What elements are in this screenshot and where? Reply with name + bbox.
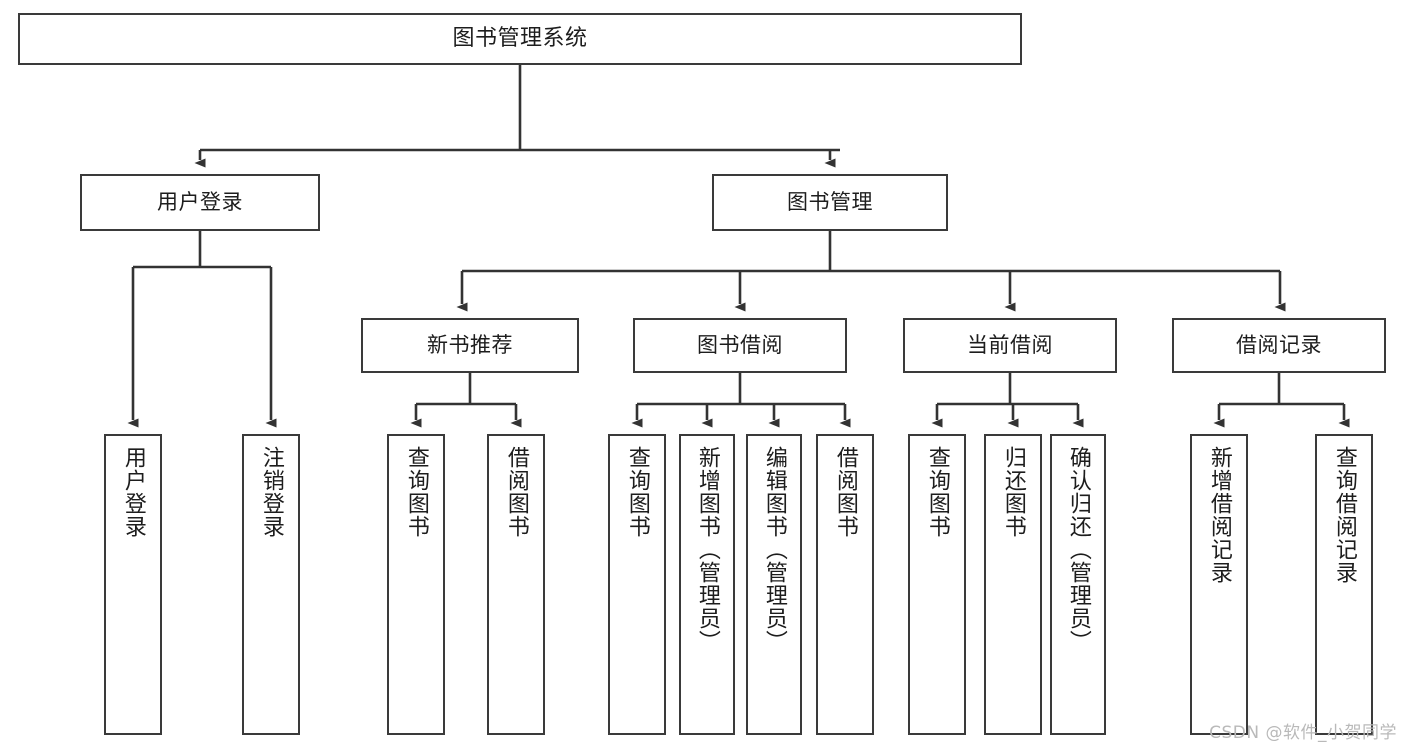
node-label: 借阅图书 [832, 446, 858, 538]
node-label: 归还图书 [1000, 446, 1026, 538]
node-leaf-query-borrow-record[interactable]: 查询借阅记录 [1315, 434, 1373, 735]
watermark-text: CSDN @软件_小贺同学 [1209, 723, 1397, 743]
node-label: 新增图书（管理员） [694, 446, 720, 653]
node-label: 查询图书 [624, 446, 650, 538]
node-leaf-user-logout[interactable]: 注销登录 [242, 434, 300, 735]
node-label: 查询图书 [924, 446, 950, 538]
node-label: 图书管理 [787, 189, 873, 214]
node-leaf-recommend-query-book[interactable]: 查询图书 [387, 434, 445, 735]
node-label: 查询借阅记录 [1331, 446, 1357, 584]
node-leaf-add-borrow-record[interactable]: 新增借阅记录 [1190, 434, 1248, 735]
node-label: 注销登录 [258, 446, 284, 538]
node-leaf-current-query-book[interactable]: 查询图书 [908, 434, 966, 735]
node-label: 图书管理系统 [452, 25, 588, 51]
node-leaf-borrow-query-book[interactable]: 查询图书 [608, 434, 666, 735]
node-leaf-user-login[interactable]: 用户登录 [104, 434, 162, 735]
node-leaf-return-book[interactable]: 归还图书 [984, 434, 1042, 735]
node-label: 图书借阅 [697, 332, 783, 357]
node-root-system[interactable]: 图书管理系统 [18, 13, 1022, 65]
node-label: 新增借阅记录 [1206, 446, 1232, 584]
node-label: 用户登录 [120, 446, 146, 538]
node-leaf-add-book-admin[interactable]: 新增图书（管理员） [679, 434, 735, 735]
node-current-borrow[interactable]: 当前借阅 [903, 318, 1117, 373]
node-leaf-edit-book-admin[interactable]: 编辑图书（管理员） [746, 434, 802, 735]
node-leaf-recommend-borrow-book[interactable]: 借阅图书 [487, 434, 545, 735]
node-label: 确认归还（管理员） [1065, 446, 1091, 653]
node-label: 当前借阅 [967, 332, 1053, 357]
node-new-book-recommend[interactable]: 新书推荐 [361, 318, 579, 373]
node-leaf-borrow-book[interactable]: 借阅图书 [816, 434, 874, 735]
node-borrow-record[interactable]: 借阅记录 [1172, 318, 1386, 373]
node-user-login[interactable]: 用户登录 [80, 174, 320, 231]
node-label: 用户登录 [157, 189, 243, 214]
node-leaf-confirm-return-admin[interactable]: 确认归还（管理员） [1050, 434, 1106, 735]
node-label: 借阅记录 [1236, 332, 1322, 357]
node-book-borrow[interactable]: 图书借阅 [633, 318, 847, 373]
node-label: 查询图书 [403, 446, 429, 538]
node-label: 借阅图书 [503, 446, 529, 538]
node-label: 新书推荐 [427, 332, 513, 357]
node-book-manage[interactable]: 图书管理 [712, 174, 948, 231]
node-label: 编辑图书（管理员） [761, 446, 787, 653]
